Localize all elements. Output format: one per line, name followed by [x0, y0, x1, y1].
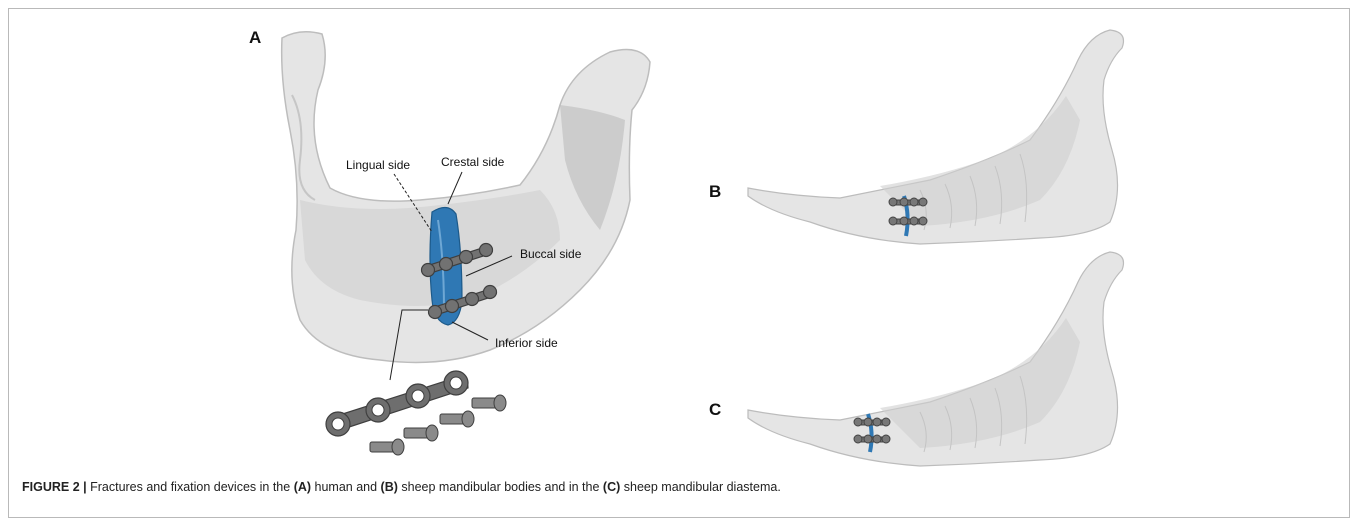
caption-text-2: human and	[311, 480, 381, 494]
caption-text-3: sheep mandibular bodies and in the	[398, 480, 603, 494]
caption-ref-a: (A)	[294, 480, 311, 494]
caption-text-4: sheep mandibular diastema.	[620, 480, 781, 494]
figure-caption: FIGURE 2 | Fractures and fixation device…	[22, 480, 781, 494]
exploded-plate	[326, 371, 468, 436]
figure-number: FIGURE 2 |	[22, 480, 87, 494]
buccal-side-label: Buccal side	[520, 247, 581, 261]
caption-ref-c: (C)	[603, 480, 620, 494]
lingual-side-label: Lingual side	[346, 158, 410, 172]
caption-text-1: Fractures and fixation devices in the	[87, 480, 294, 494]
inferior-side-label: Inferior side	[495, 336, 558, 350]
human-mandible	[282, 32, 650, 363]
panel-c-label: C	[709, 400, 721, 420]
sheep-mandible-b	[748, 30, 1124, 244]
crestal-side-label: Crestal side	[441, 155, 504, 169]
panel-b-label: B	[709, 182, 721, 202]
caption-ref-b: (B)	[381, 480, 398, 494]
sheep-mandible-c	[748, 252, 1124, 466]
panel-a-label: A	[249, 28, 261, 48]
